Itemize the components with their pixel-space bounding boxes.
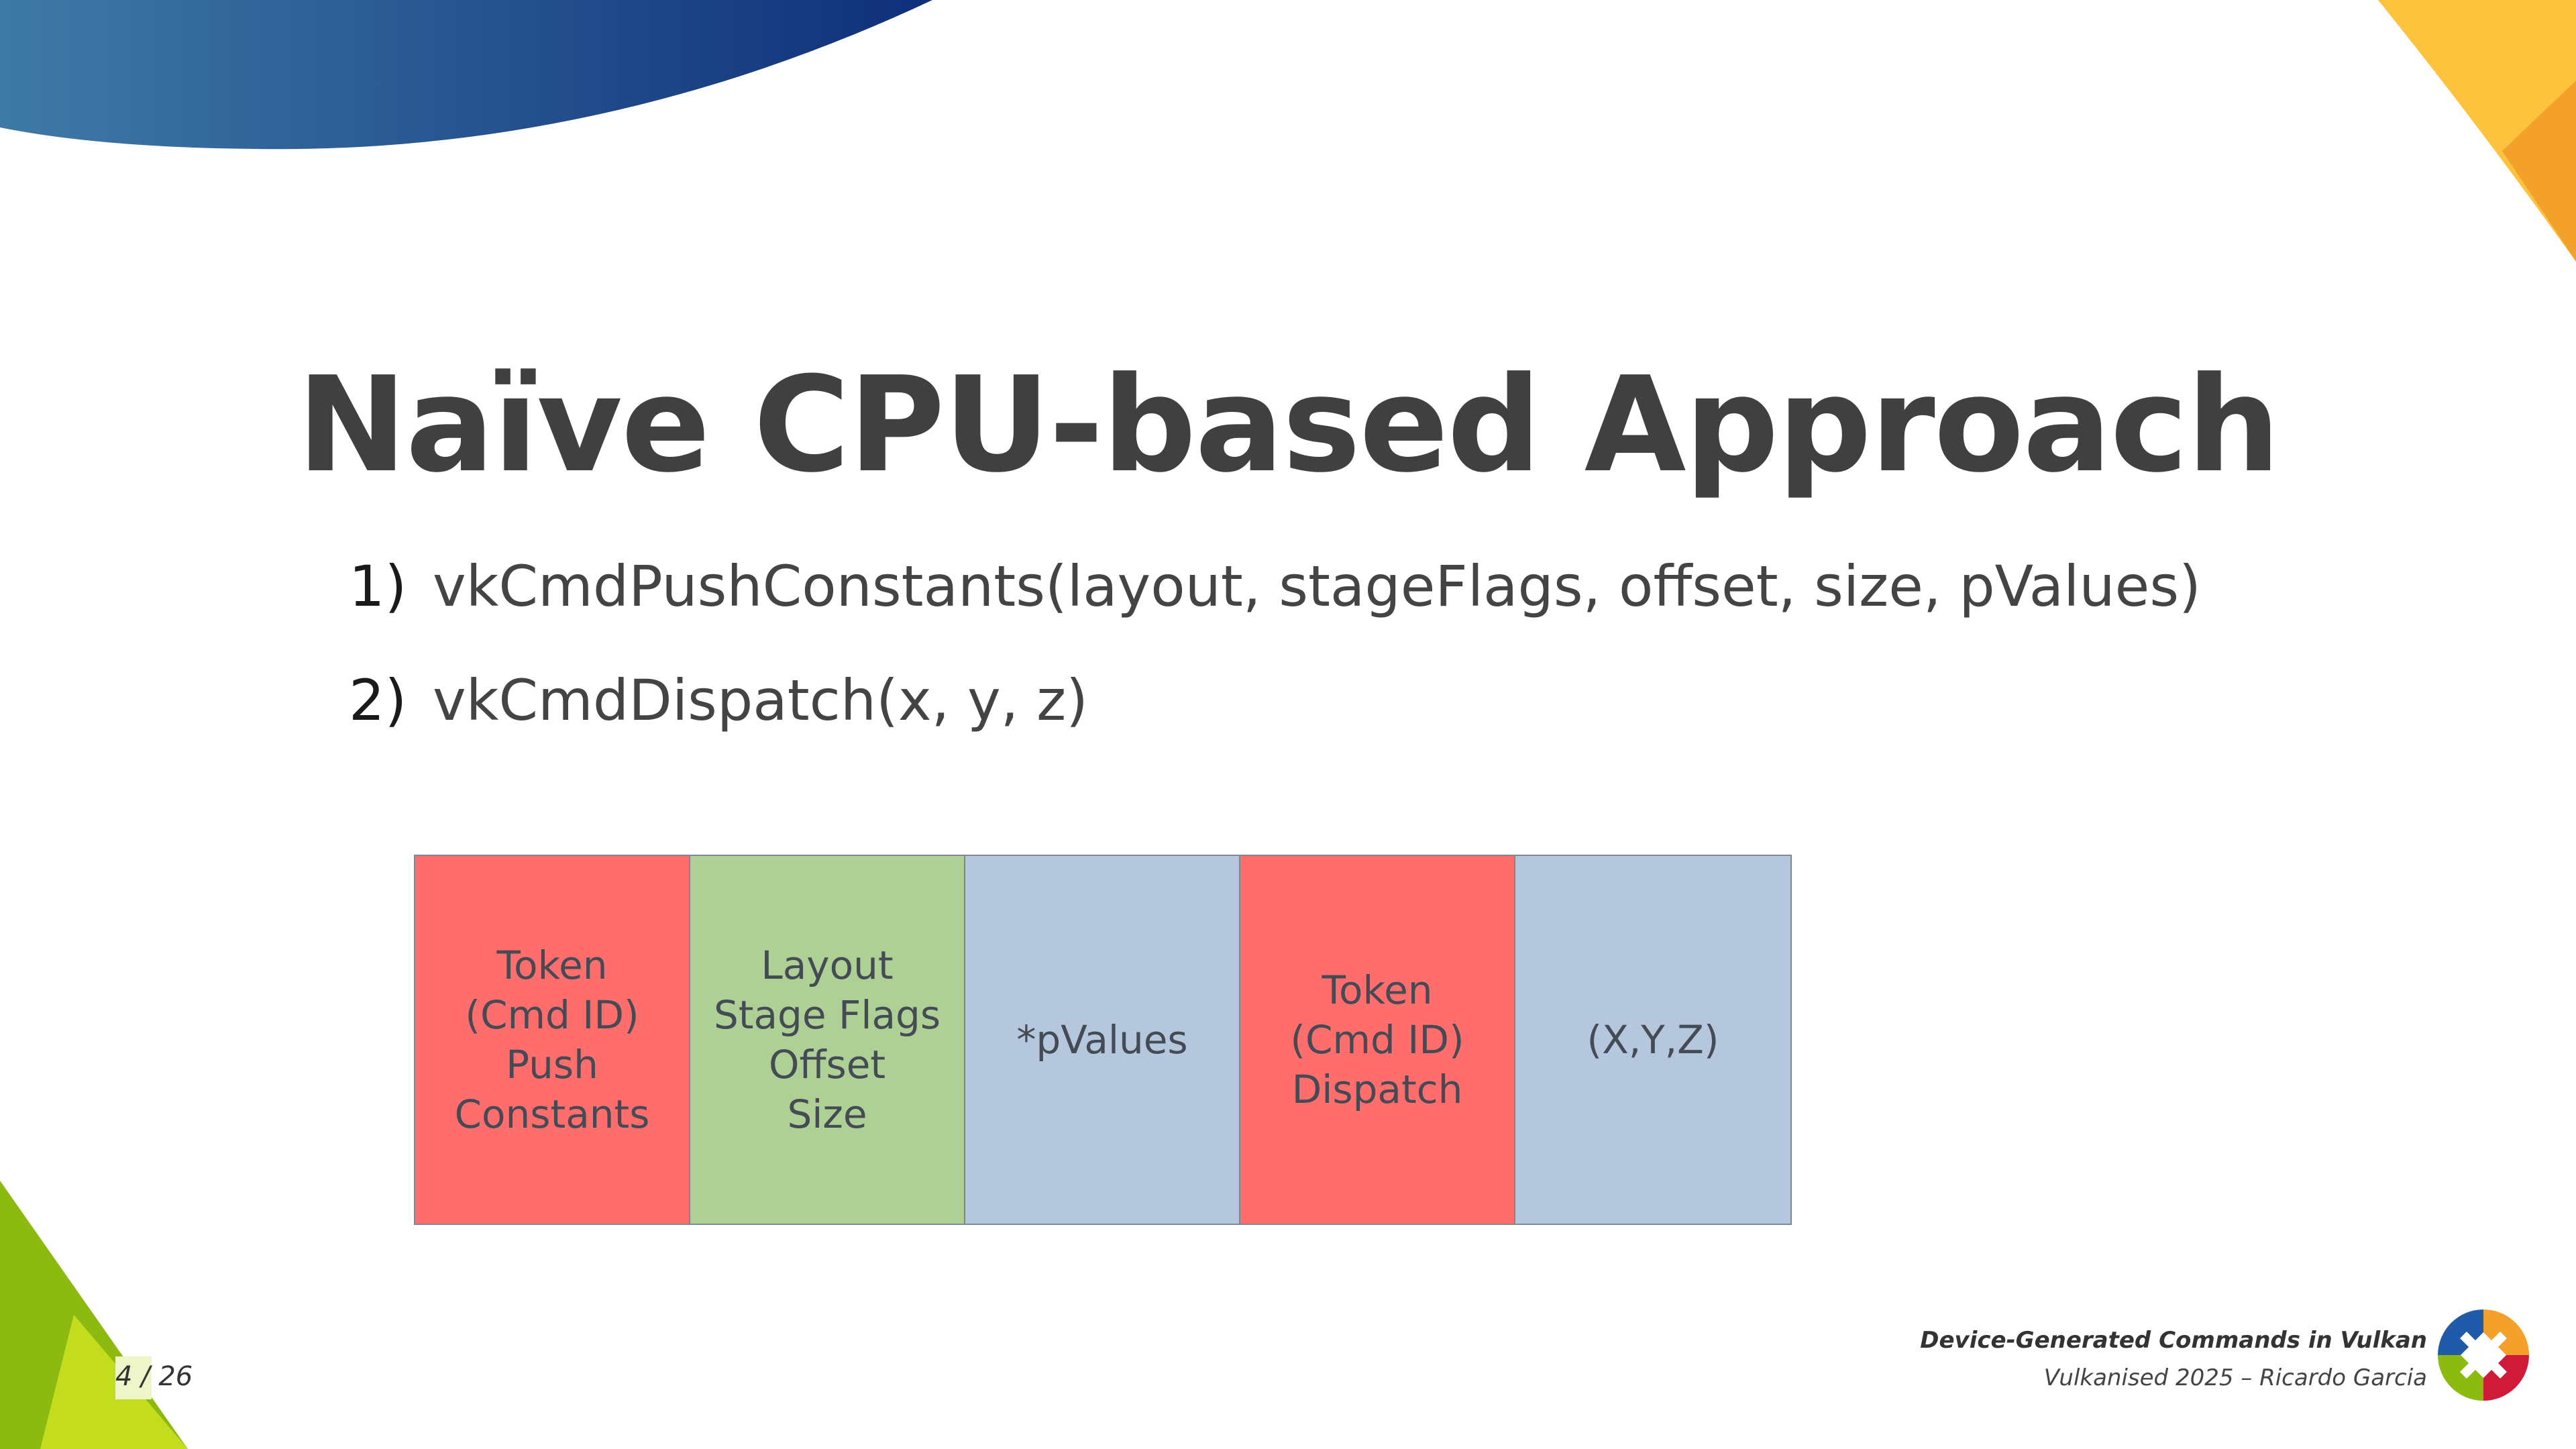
cell-line: Stage Flags [713,992,941,1038]
cell-line: Token [496,943,608,988]
cell-push-token: Token (Cmd ID) Push Constants [415,856,690,1224]
list-text: vkCmdDispatch(x, y, z) [433,667,1088,733]
command-buffer-diagram: Token (Cmd ID) Push Constants Layout Sta… [414,855,1792,1225]
top-left-blue-arc [0,0,932,150]
cell-line: Constants [454,1091,650,1137]
cell-line: Layout [761,943,894,988]
cell-line: (X,Y,Z) [1587,1017,1719,1063]
list-number: 1) [349,553,407,619]
cell-line: *pValues [1016,1017,1188,1063]
cell-line: Offset [768,1042,886,1087]
list-text: vkCmdPushConstants(layout, stageFlags, o… [433,553,2201,619]
vulkanised-logo-icon [2438,1309,2529,1401]
cell-line: Size [787,1091,867,1137]
cell-line: (Cmd ID) [465,992,639,1038]
cell-line: Push [506,1042,598,1087]
cell-dispatch-args: (X,Y,Z) [1515,856,1790,1224]
top-right-yellow-shape [2378,0,2576,262]
page-number-marker [115,1356,152,1399]
cell-line: (Cmd ID) [1290,1017,1464,1063]
page-number: 4 / 26 [115,1361,193,1392]
footer-talk-title: Device-Generated Commands in Vulkan [1920,1327,2427,1354]
list-item-push-constants: 1) vkCmdPushConstants(layout, stageFlags,… [349,553,2201,619]
bottom-left-lime-shape [40,1315,188,1449]
footer-event: Vulkanised 2025 – Ricardo Garcia [2043,1364,2427,1391]
cell-dispatch-token: Token (Cmd ID) Dispatch [1240,856,1515,1224]
cell-push-args: Layout Stage Flags Offset Size [690,856,965,1224]
top-right-orange-shape [2502,80,2576,262]
cell-line: Token [1322,967,1433,1013]
list-number: 2) [349,667,407,733]
slide-title: Naïve CPU-based Approach [297,349,2281,502]
list-item-dispatch: 2) vkCmdDispatch(x, y, z) [349,667,1088,733]
cell-line: Dispatch [1291,1067,1463,1112]
cell-pvalues: *pValues [965,856,1240,1224]
